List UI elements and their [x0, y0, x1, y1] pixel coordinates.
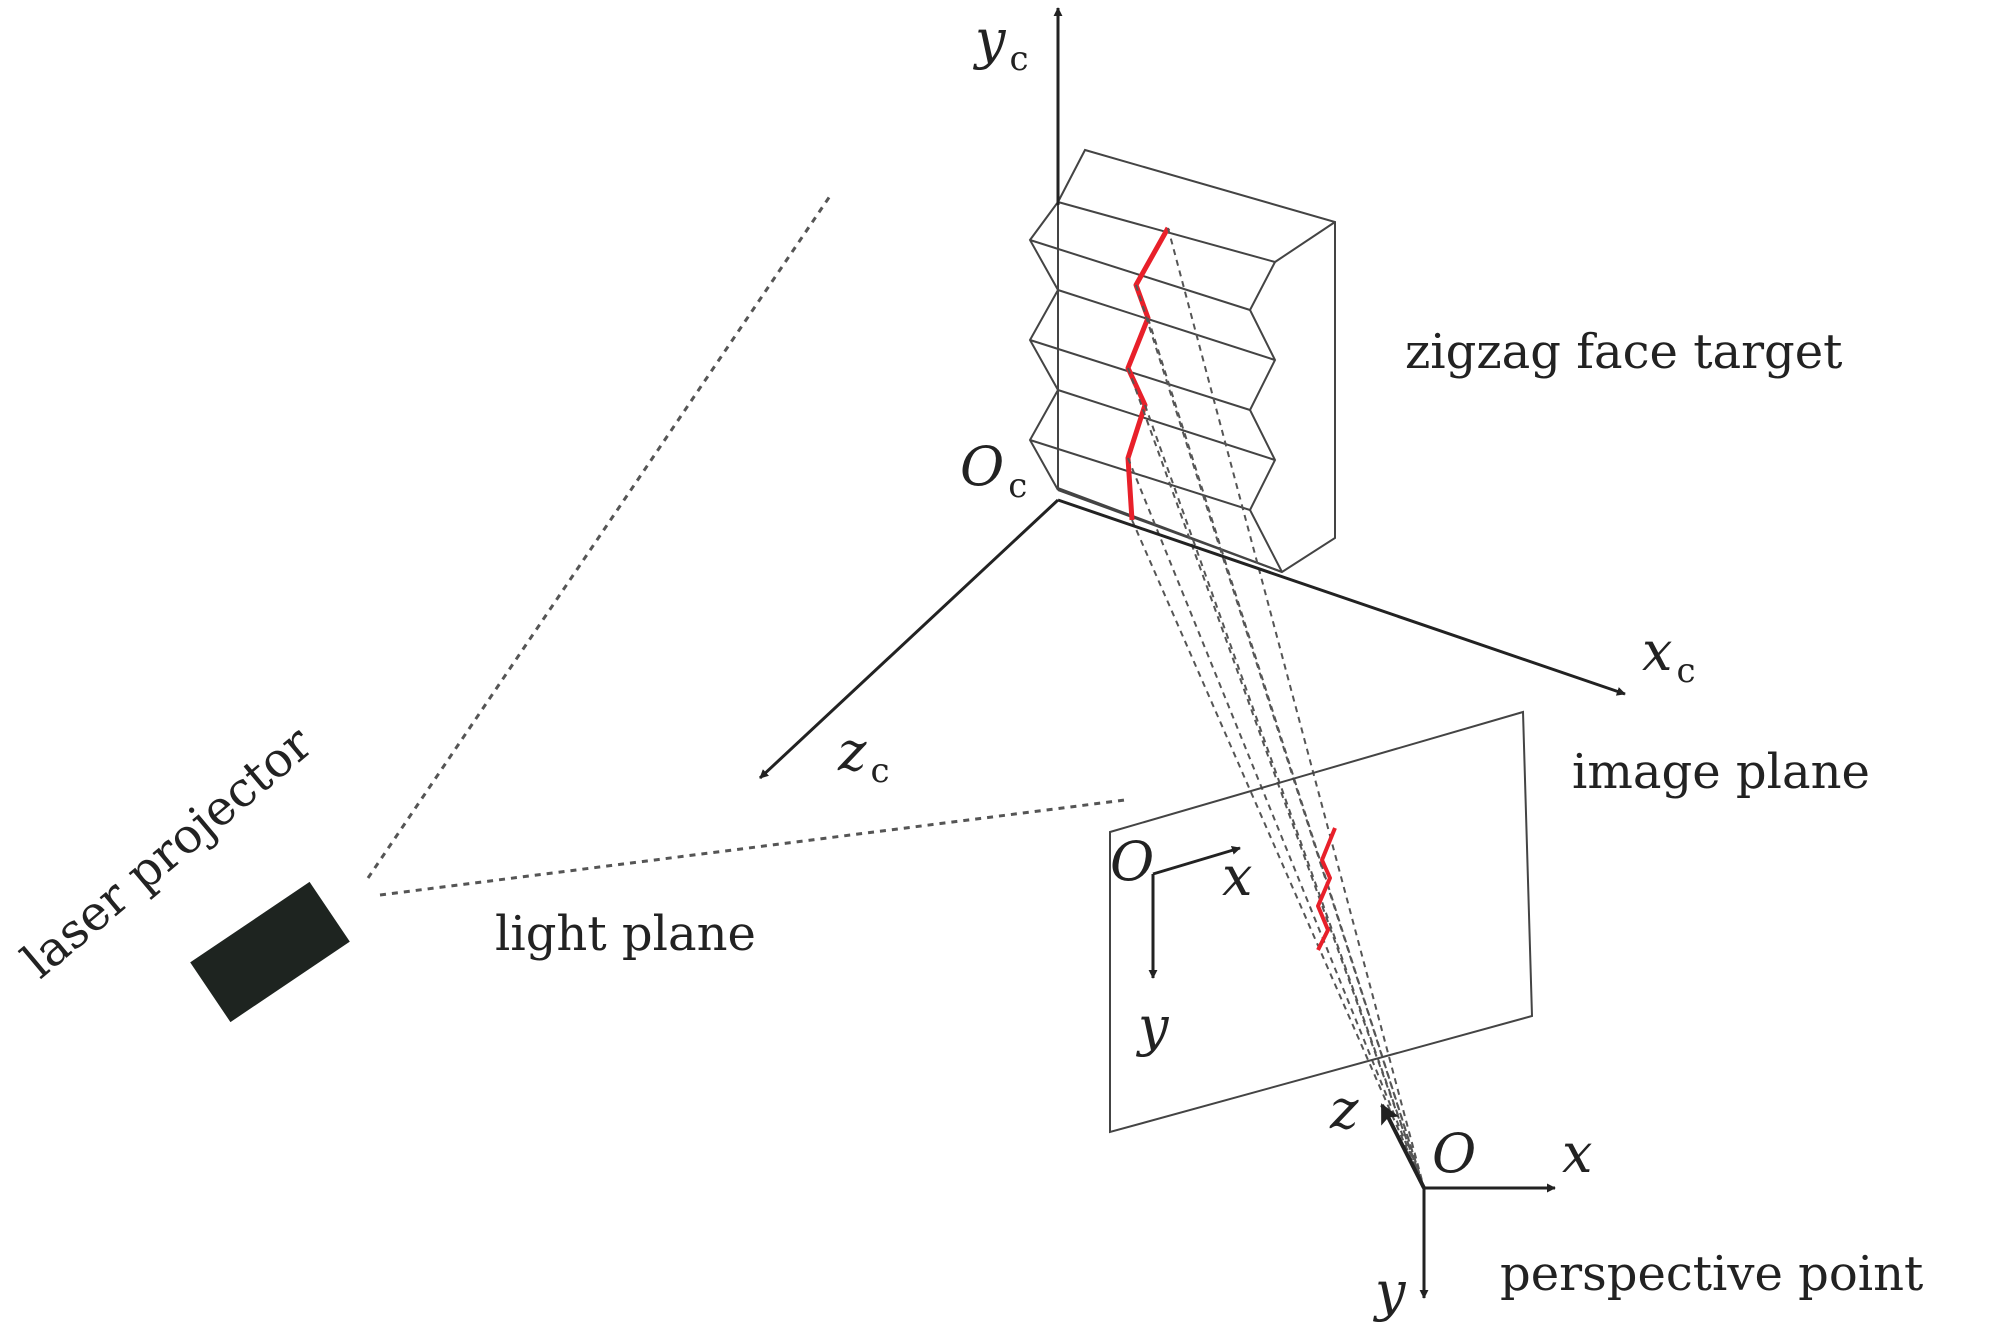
light-plane-edge-lower [379, 798, 1126, 897]
image-y-label: y [1136, 995, 1170, 1058]
projection-rays [1127, 227, 1425, 1189]
image-origin-label: O [1110, 830, 1154, 893]
image-plane [1109, 710, 1534, 1134]
zigzag-face-target-label: zigzag face target [1405, 324, 1842, 380]
light-plane-edge-upper [366, 195, 832, 879]
perspective-z-label: z [1329, 1078, 1359, 1141]
perspective-z-axis [1380, 1103, 1426, 1189]
image-x-axis [1152, 846, 1241, 876]
perspective-x-label: x [1562, 1122, 1592, 1185]
image-x-label: x [1222, 845, 1252, 908]
perspective-origin-label: O [1432, 1122, 1476, 1185]
perspective-y-label: y [1373, 1260, 1407, 1323]
image-plane-label: image plane [1572, 744, 1870, 800]
image-laser-stripe [1316, 827, 1337, 951]
xc-axis [1057, 498, 1626, 696]
perspective-point-label: perspective point [1500, 1246, 1923, 1302]
laser-projector-box [190, 881, 350, 1023]
light-plane-label: light plane [495, 906, 756, 962]
zc-axis [758, 498, 1060, 780]
